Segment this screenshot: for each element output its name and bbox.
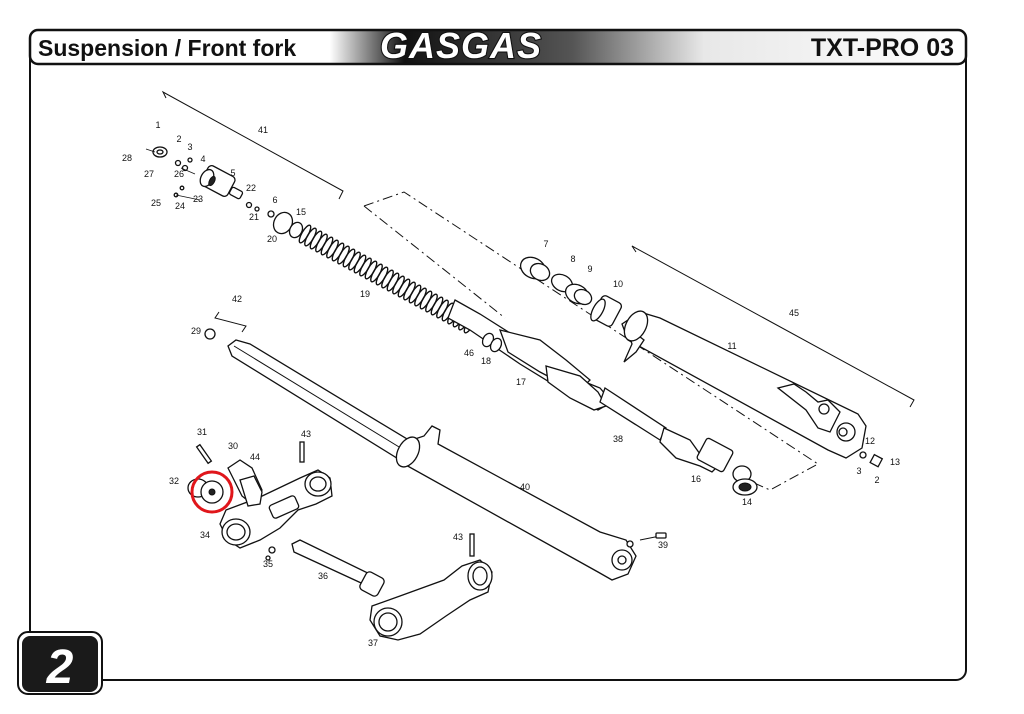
brand-logo: GASGAS — [380, 25, 542, 66]
callout-31: 31 — [197, 427, 207, 437]
callout-6: 6 — [272, 195, 277, 205]
page-number: 2 — [46, 641, 74, 694]
callout-1: 1 — [155, 120, 160, 130]
callout-17: 17 — [516, 377, 526, 387]
outer-leg-left — [204, 328, 667, 581]
callout-39: 39 — [658, 540, 668, 550]
callout-2: 2 — [176, 134, 181, 144]
callout-5: 5 — [230, 168, 235, 178]
highlight-circle — [190, 470, 234, 514]
header-bar: Suspension / Front fork GASGAS TXT-PRO 0… — [28, 24, 968, 67]
page-frame — [29, 31, 967, 681]
upper-fork-tube — [599, 387, 758, 496]
callout-29: 29 — [191, 326, 201, 336]
callout-18: 18 — [481, 356, 491, 366]
group-brackets — [161, 90, 915, 408]
callout-30: 30 — [228, 441, 238, 451]
page-title: Suspension / Front fork — [38, 35, 296, 61]
callout-28: 28 — [122, 153, 132, 163]
steering-stem — [291, 539, 385, 597]
callout-16: 16 — [691, 474, 701, 484]
callout-13: 13 — [890, 457, 900, 467]
callout-8: 8 — [570, 254, 575, 264]
callout-38: 38 — [613, 434, 623, 444]
callout-35: 35 — [263, 559, 273, 569]
top-cap-assembly — [145, 146, 304, 239]
callout-37: 37 — [368, 638, 378, 648]
callout-42: 42 — [232, 294, 242, 304]
callout-46: 46 — [464, 348, 474, 358]
damper-rod — [447, 299, 614, 411]
callout-9: 9 — [587, 264, 592, 274]
model-name: TXT-PRO 03 — [811, 34, 954, 62]
callout-24: 24 — [175, 201, 185, 211]
callout-43-lower: 43 — [453, 532, 463, 542]
callout-32: 32 — [169, 476, 179, 486]
callout-labels: 1 2 3 4 5 6 7 8 9 10 11 12 13 14 15 16 1… — [122, 120, 900, 648]
callout-12: 12 — [865, 436, 875, 446]
seal-kit — [519, 256, 623, 327]
callout-44: 44 — [250, 452, 260, 462]
callout-7: 7 — [543, 239, 548, 249]
page-number-tab: 2 — [17, 631, 103, 695]
callout-10: 10 — [613, 279, 623, 289]
lower-triple-clamp — [369, 533, 493, 641]
callout-34: 34 — [200, 530, 210, 540]
callout-15: 15 — [296, 207, 306, 217]
callout-11: 11 — [727, 341, 736, 351]
callout-43-upper: 43 — [301, 429, 311, 439]
callout-2-lower: 2 — [874, 475, 879, 485]
callout-21: 21 — [249, 212, 259, 222]
callout-4: 4 — [200, 154, 205, 164]
callout-14: 14 — [742, 497, 752, 507]
callout-23: 23 — [193, 194, 203, 204]
outer-leg-right — [621, 310, 884, 468]
callout-22: 22 — [246, 183, 256, 193]
callout-3-lower: 3 — [856, 466, 861, 476]
callout-19: 19 — [360, 289, 370, 299]
callout-27: 27 — [144, 169, 154, 179]
callout-3: 3 — [187, 142, 192, 152]
callout-20: 20 — [267, 234, 277, 244]
callout-26: 26 — [174, 169, 184, 179]
callout-25: 25 — [151, 198, 161, 208]
callout-40: 40 — [520, 482, 530, 492]
upper-triple-clamp — [187, 441, 333, 561]
callout-41: 41 — [258, 125, 268, 135]
callout-36: 36 — [318, 571, 328, 581]
callout-45: 45 — [789, 308, 799, 318]
